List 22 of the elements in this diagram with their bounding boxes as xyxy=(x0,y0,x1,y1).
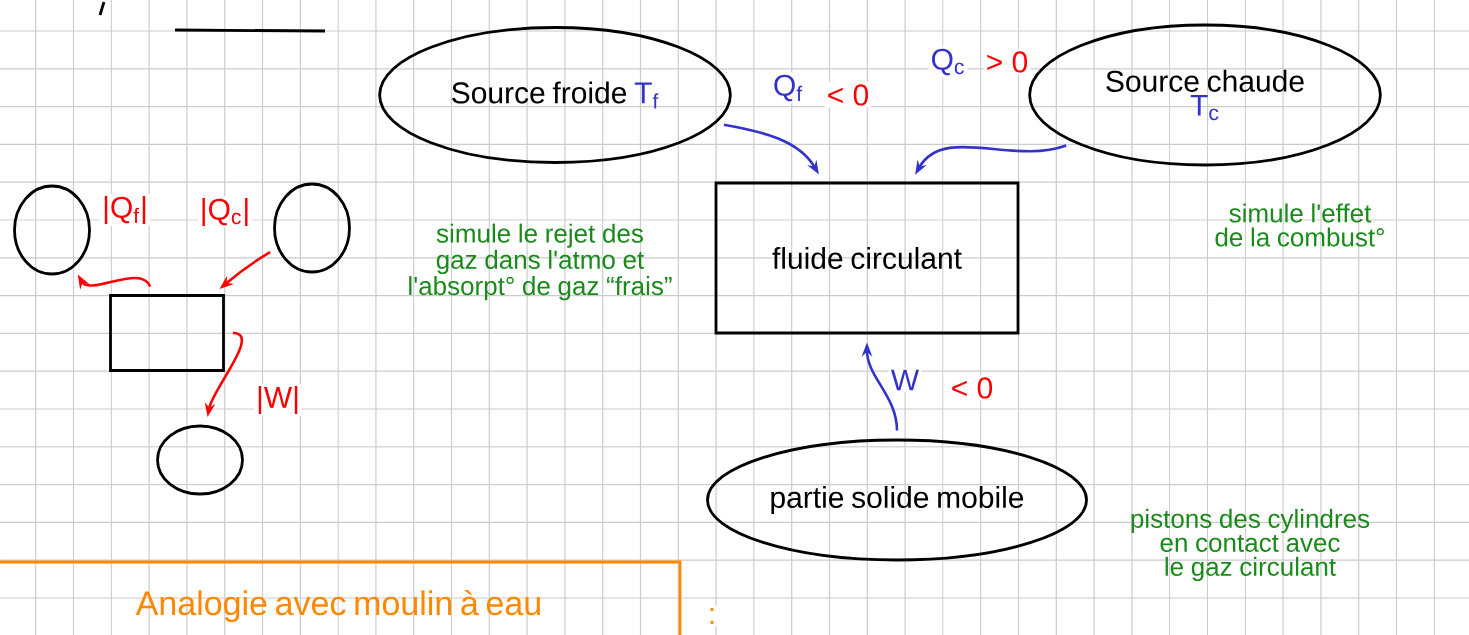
empty-box xyxy=(109,294,225,372)
ellipse-node: Source chaude T$_{c}$ xyxy=(1028,23,1382,167)
ellipse-node: partie solide mobile xyxy=(706,438,1088,562)
ellipse-node: Source froide T$_{f}$ xyxy=(378,26,732,164)
sign-label: < 0 xyxy=(824,82,872,108)
edge-label: W xyxy=(888,367,922,393)
edge-label: Q$_{f}$ xyxy=(770,72,806,104)
circle xyxy=(273,182,351,274)
sign-label: : xyxy=(705,606,719,626)
edge-label: |Q$_{c}$| xyxy=(197,195,253,229)
process-box: fluide circulant xyxy=(714,181,1020,335)
note-text: simule l'effet de la combust° xyxy=(1215,203,1384,247)
circle xyxy=(13,184,91,276)
note-text: simule le rejet des gaz dans l'atmo et l'absorpt° de gaz “frais” xyxy=(409,223,672,301)
note-text: pistons des cylindres en contact avec le gaz circulant xyxy=(1131,508,1370,582)
edge-label: |W| xyxy=(254,383,302,417)
sign-label: < 0 xyxy=(948,375,996,401)
edge-label: |Q$_{f}$| xyxy=(100,193,150,227)
edge-label: Q$_{c}$ xyxy=(928,46,968,78)
sign-label: > 0 xyxy=(983,49,1031,75)
circle xyxy=(156,424,244,496)
framed-heading: Analogie avec moulin à eau xyxy=(0,560,682,635)
